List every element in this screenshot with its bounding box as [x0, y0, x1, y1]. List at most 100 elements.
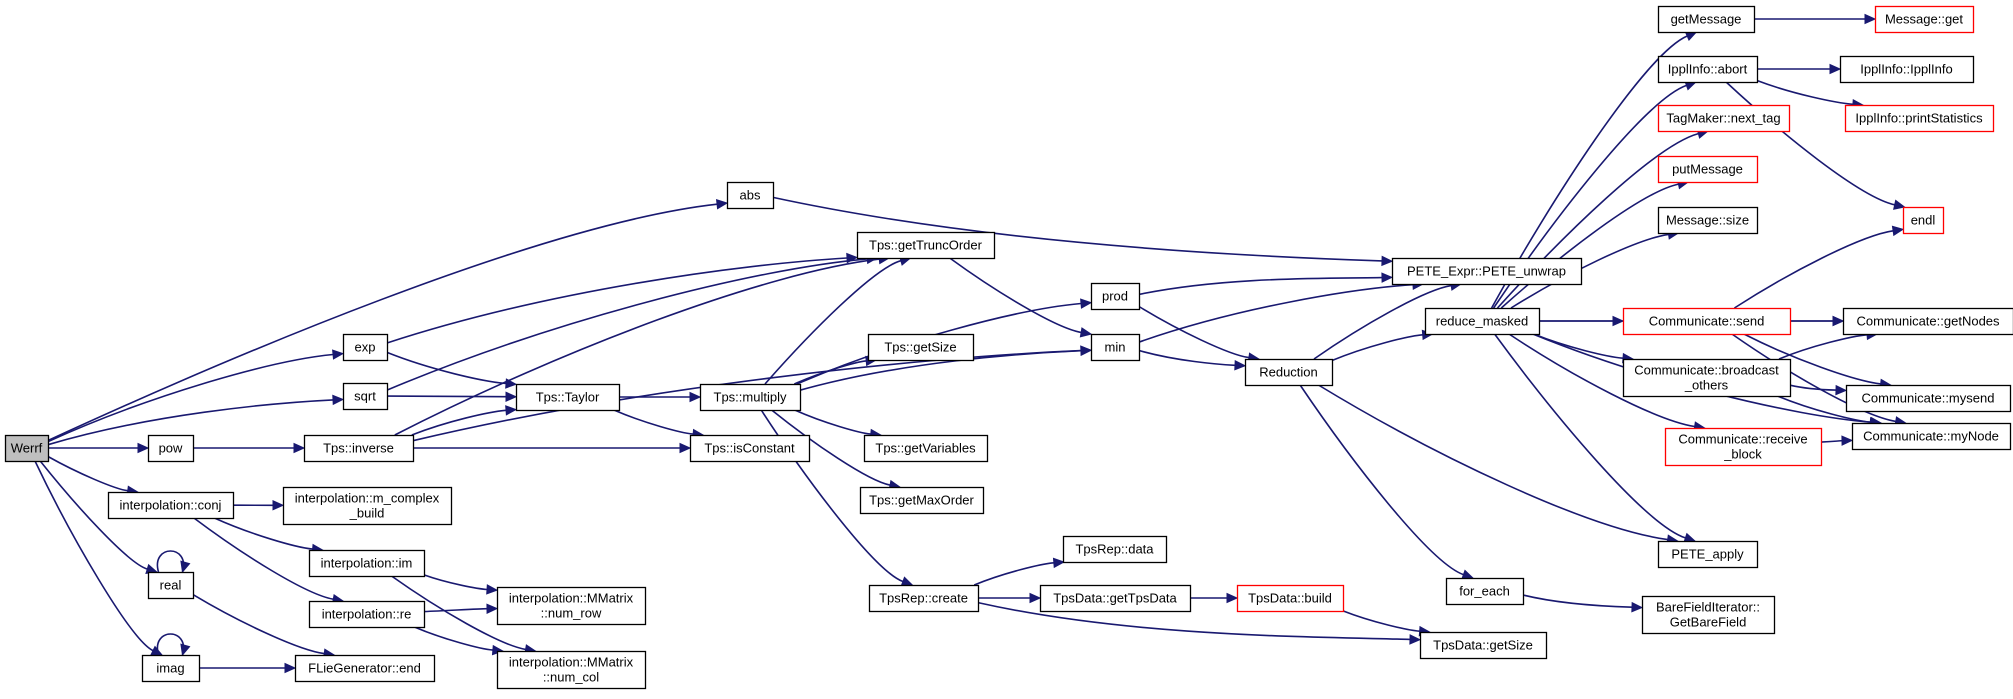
edge-werrf-to-sqrt: [47, 394, 345, 446]
node-box: [856, 231, 996, 260]
node-sqrt[interactable]: sqrt: [342, 382, 389, 411]
arrowhead-icon: [1409, 634, 1422, 645]
node-box: [1062, 535, 1168, 564]
arrowhead-icon: [1461, 569, 1475, 580]
edge-line: [1313, 284, 1452, 360]
node-ipplstats[interactable]: IpplInfo::printStatistics: [1844, 104, 1995, 133]
node-foreach[interactable]: for_each: [1445, 577, 1525, 606]
edge-tpstaylor-to-tpsiscons: [613, 409, 705, 440]
node-box: [1090, 282, 1141, 311]
edge-prod-to-reduction: [1138, 305, 1261, 363]
node-werrf: Werrf: [4, 434, 50, 463]
edge-reduction-to-peteapply: [1317, 384, 1679, 545]
node-messagesize[interactable]: Message::size: [1657, 206, 1759, 235]
edge-tpsrepcreate-to-tpsdatagettps: [978, 592, 1042, 604]
edge-line: [1820, 439, 1844, 443]
node-flieend[interactable]: FLieGenerator::end: [294, 654, 436, 683]
node-box: [1641, 595, 1776, 635]
node-label: interpolation::m_complex: [295, 491, 440, 506]
node-box: [1657, 5, 1756, 34]
node-label: exp: [355, 340, 376, 355]
edge-werrf-to-abs: [47, 198, 729, 442]
node-tagmaker[interactable]: TagMaker::next_tag: [1657, 104, 1791, 133]
nodes-layer: Werrf absexpsqrtpowinterpolation::conjrea…: [4, 5, 2013, 690]
node-peteunwrap[interactable]: PETE_Expr::PETE_unwrap: [1391, 257, 1583, 286]
node-iim[interactable]: interpolation::im: [308, 549, 426, 578]
node-peteapply[interactable]: PETE_apply: [1657, 540, 1759, 569]
node-tpsgetmax[interactable]: Tps::getMaxOrder: [859, 486, 985, 515]
node-min[interactable]: min: [1090, 333, 1141, 362]
node-iconj[interactable]: interpolation::conj: [107, 491, 235, 520]
node-commmysend[interactable]: Communicate::mysend: [1845, 384, 2012, 413]
node-label: TpsData::getTpsData: [1053, 591, 1177, 606]
node-imag[interactable]: imag: [141, 654, 201, 683]
node-barefield[interactable]: BareFieldIterator::GetBareField: [1641, 595, 1776, 635]
node-box: [107, 491, 235, 520]
node-numcol[interactable]: interpolation::MMatrix::num_col: [496, 650, 647, 690]
node-real[interactable]: real: [147, 571, 195, 600]
node-tpsgetvars[interactable]: Tps::getVariables: [863, 434, 989, 463]
node-box: [141, 654, 201, 683]
edge-line: [1777, 395, 1872, 423]
edge-line: [386, 351, 507, 385]
node-pow[interactable]: pow: [147, 434, 195, 463]
node-reduction[interactable]: Reduction: [1244, 358, 1334, 387]
arrowhead-icon: [137, 442, 150, 454]
node-endl[interactable]: endl: [1902, 206, 1945, 235]
node-commmynode[interactable]: Communicate::myNode: [1851, 422, 2012, 451]
edge-min-to-peteunwrap: [1138, 279, 1425, 343]
node-commbcast[interactable]: Communicate::broadcast_others: [1622, 358, 1792, 398]
node-box: [868, 584, 980, 613]
node-tpsinverse[interactable]: Tps::inverse: [303, 434, 415, 463]
node-tpsgettrunc[interactable]: Tps::getTruncOrder: [856, 231, 996, 260]
arrowhead-icon: [715, 198, 729, 210]
node-tpsmultiply[interactable]: Tps::multiply: [699, 383, 802, 412]
node-commrecv[interactable]: Communicate::receive_block: [1664, 427, 1823, 467]
node-exp[interactable]: exp: [342, 333, 389, 362]
node-putmessage[interactable]: putMessage: [1657, 155, 1759, 184]
node-tpsdatagettps[interactable]: TpsData::getTpsData: [1039, 584, 1192, 613]
node-abs[interactable]: abs: [726, 181, 775, 210]
node-label: _block: [1723, 447, 1762, 462]
node-label: PETE_apply: [1671, 547, 1744, 562]
edge-line: [1743, 333, 1881, 385]
node-label: IpplInfo::abort: [1668, 62, 1748, 77]
node-box: [699, 383, 802, 412]
node-commsend[interactable]: Communicate::send: [1622, 307, 1792, 336]
node-getmessage[interactable]: getMessage: [1657, 5, 1756, 34]
node-ipplinfo[interactable]: IpplInfo::IpplInfo: [1839, 55, 1975, 84]
node-commgetnodes[interactable]: Communicate::getNodes: [1842, 307, 2013, 336]
node-label: GetBareField: [1670, 615, 1747, 630]
node-box: [1622, 358, 1792, 398]
node-tpsrepcreate[interactable]: TpsRep::create: [868, 584, 980, 613]
edge-line: [1317, 384, 1668, 541]
node-ire[interactable]: interpolation::re: [308, 600, 426, 629]
edge-commsend-to-endl: [1733, 225, 1905, 309]
node-numrow[interactable]: interpolation::MMatrix::num_row: [496, 586, 647, 626]
node-label: interpolation::MMatrix: [509, 655, 634, 670]
node-messageget[interactable]: Message::get: [1874, 5, 1975, 34]
node-tpsdatabuild[interactable]: TpsData::build: [1236, 584, 1345, 613]
edge-min-to-reduction: [1138, 349, 1247, 371]
node-tpsdatagetsize[interactable]: TpsData::getSize: [1419, 631, 1548, 660]
arrowhead-icon: [1891, 225, 1905, 237]
node-mcomplex[interactable]: interpolation::m_complex_build: [282, 486, 453, 526]
node-label: Tps::Taylor: [536, 390, 600, 405]
node-prod[interactable]: prod: [1090, 282, 1141, 311]
node-tpsiscons[interactable]: Tps::isConstant: [689, 434, 811, 463]
arrowhead-icon: [1829, 63, 1842, 75]
edge-line: [771, 409, 891, 486]
node-label: Tps::getTruncOrder: [869, 238, 983, 253]
node-label: ::num_row: [541, 606, 602, 621]
node-tpsgetsize[interactable]: Tps::getSize: [867, 333, 975, 362]
edge-ipplabort-to-endl: [1725, 81, 1906, 210]
arrowhead-icon: [1080, 345, 1093, 357]
node-tpsrepdata[interactable]: TpsRep::data: [1062, 535, 1168, 564]
node-tpstaylor[interactable]: Tps::Taylor: [515, 383, 621, 412]
node-reducemasked[interactable]: reduce_masked: [1424, 307, 1541, 336]
node-label: ::num_col: [543, 670, 599, 685]
edge-ire-to-numcol: [414, 626, 505, 656]
node-ipplabort[interactable]: IpplInfo::abort: [1657, 55, 1759, 84]
arrowhead-icon: [332, 349, 345, 360]
node-label: endl: [1911, 213, 1936, 228]
